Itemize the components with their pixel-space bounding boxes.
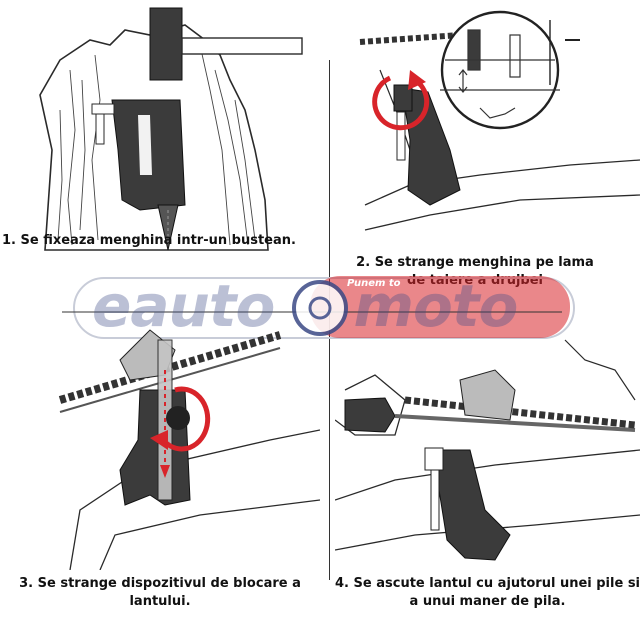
vise-knob <box>91 103 115 115</box>
wheel-icon <box>292 280 348 336</box>
magnifier-circle <box>440 10 560 130</box>
hammer-handle <box>181 37 303 55</box>
step-3-drawing <box>58 329 320 570</box>
rotate-arrowhead-icon <box>408 70 426 90</box>
step-3-line-2: lantului. <box>129 594 191 609</box>
step-1-drawing <box>39 7 303 251</box>
step-4-drawing <box>335 339 640 561</box>
watermark-logo: eauto moto Punem to <box>62 272 582 344</box>
rotate-arrow-icon <box>163 386 211 452</box>
vise-bolt <box>95 113 105 145</box>
vise-knob <box>393 84 413 112</box>
step-3-number: 3. <box>19 576 34 591</box>
step-1-illustration: 1. Se fixeaza menghina intr-un bustean. <box>0 0 320 255</box>
hammer-head <box>149 7 183 81</box>
step-4-line-1: 4. Se ascute lantul cu ajutorul unei pil… <box>335 576 640 591</box>
saw-chain <box>404 396 636 429</box>
watermark-tagline: Punem to <box>347 278 401 289</box>
rotate-arrowhead-icon <box>150 430 168 450</box>
step-2-line-1: 2. Se strange menghina pe lama <box>356 255 594 270</box>
file-rod <box>394 414 636 432</box>
vise-body <box>429 449 511 561</box>
vise-body <box>401 87 461 206</box>
vise-knob <box>424 447 444 471</box>
step-4-caption: 4. Se ascute lantul cu ajutorul unei pil… <box>335 575 640 611</box>
step-3-line-1: 3. Se strange dispozitivul de blocare a <box>19 576 301 591</box>
vise-bolt <box>430 469 440 531</box>
step-4-line-2: a unui maner de pila. <box>409 594 566 609</box>
saw-chain <box>58 331 282 404</box>
file-handle <box>344 397 396 433</box>
lock-knob <box>166 406 190 430</box>
magnified-detail <box>440 29 560 119</box>
step-2-illustration: 2. Se strange menghina pe lama de taiere… <box>340 0 640 288</box>
step-3-illustration: 3. Se strange dispozitivul de blocare a … <box>0 320 320 630</box>
vise-slot <box>138 115 152 175</box>
vise-spike <box>157 204 179 251</box>
step-2-drawing <box>359 10 640 231</box>
step-1-text: Se fixeaza menghina intr-un bustean. <box>20 233 296 248</box>
step-1-number: 1. <box>2 233 16 248</box>
step-4-illustration: 4. Se ascute lantul cu ajutorul unei pil… <box>335 320 640 630</box>
step-1-caption: 1. Se fixeaza menghina intr-un bustean. <box>2 232 317 250</box>
watermark-brand: eauto moto <box>92 272 518 340</box>
vise-bolt <box>396 111 406 161</box>
file-guide <box>459 369 516 421</box>
step-2-number: 2. <box>356 255 371 270</box>
step-3-caption: 3. Se strange dispozitivul de blocare a … <box>0 575 320 611</box>
rotate-arrow-icon <box>372 75 430 131</box>
step-4-number: 4. <box>335 576 349 591</box>
saw-chain <box>359 32 461 45</box>
